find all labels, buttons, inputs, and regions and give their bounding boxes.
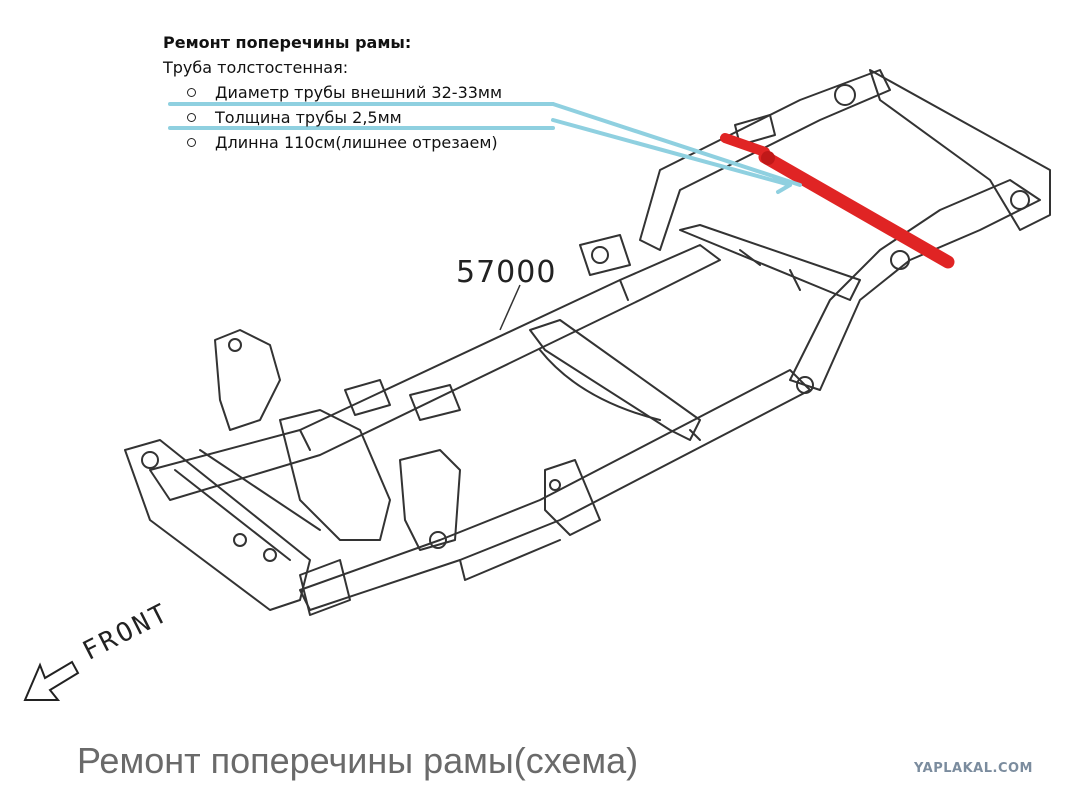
bullet-icon xyxy=(187,138,196,147)
notes-subtitle: Труба толстостенная: xyxy=(163,58,349,77)
front-arrow-icon xyxy=(23,660,80,701)
part-number-label: 57000 xyxy=(456,255,557,290)
list-item-text: Длинна 110см(лишнее отрезаем) xyxy=(215,133,498,152)
notes-list: Диаметр трубы внешний 32-33мм Толщина тр… xyxy=(163,80,583,155)
part-number-leader xyxy=(499,284,521,331)
bullet-icon xyxy=(187,113,196,122)
highlighted-crossmember-pipe xyxy=(720,133,955,269)
engine-mounts xyxy=(279,379,461,551)
frame-diagram xyxy=(23,69,1051,701)
list-item: Толщина трубы 2,5мм xyxy=(163,105,583,130)
list-item-text: Диаметр трубы внешний 32-33мм xyxy=(215,83,503,102)
left-side-rail xyxy=(149,244,721,501)
bullet-icon xyxy=(187,88,196,97)
image-caption: Ремонт поперечины рамы(схема) xyxy=(77,740,639,781)
front-crossmember xyxy=(124,439,351,616)
watermark: YAPLAKAL.COM xyxy=(914,761,1033,776)
rear-rails xyxy=(579,69,1051,394)
repair-notes: Ремонт поперечины рамы: Труба толстостен… xyxy=(163,30,583,155)
list-item: Диаметр трубы внешний 32-33мм xyxy=(163,80,583,105)
front-left-mount xyxy=(214,329,281,431)
rear-crossmember xyxy=(679,224,861,301)
list-item-text: Толщина трубы 2,5мм xyxy=(215,108,402,127)
annotation-lines xyxy=(168,102,802,194)
middle-crossmembers xyxy=(529,319,701,536)
list-item: Длинна 110см(лишнее отрезаем) xyxy=(163,130,583,155)
notes-title: Ремонт поперечины рамы: xyxy=(163,33,412,52)
